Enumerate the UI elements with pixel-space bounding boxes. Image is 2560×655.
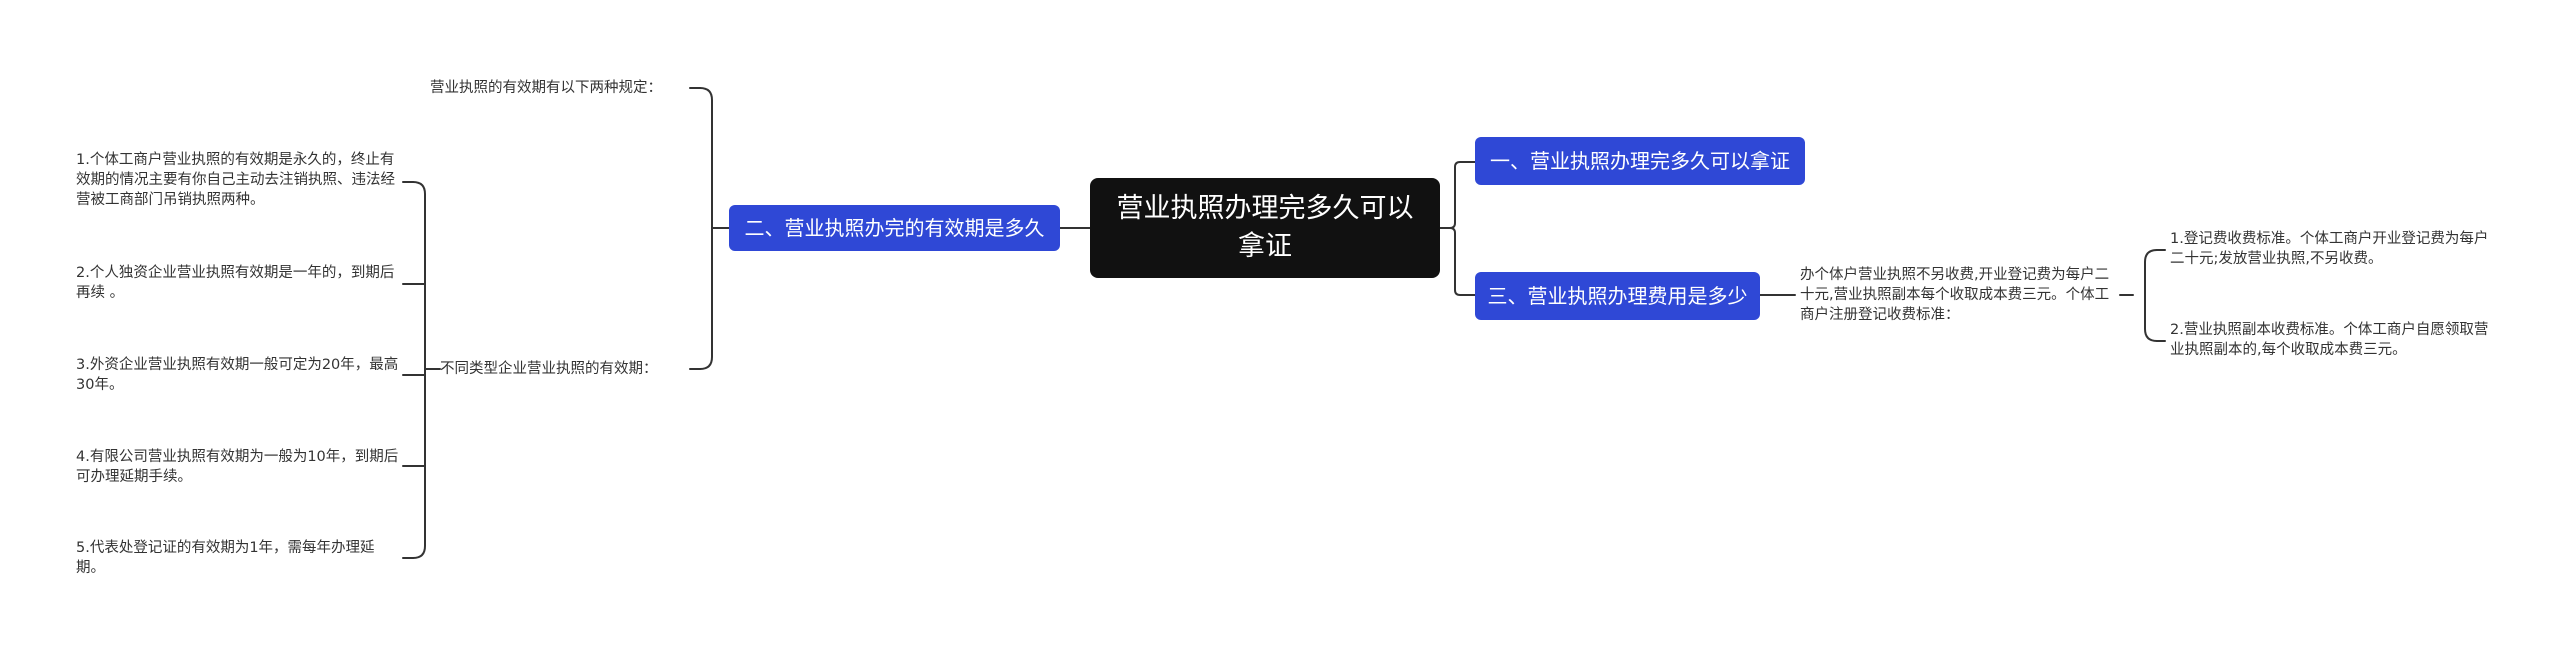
types-item-4[interactable]: 4.有限公司营业执照有效期为一般为10年，到期后可办理延期手续。 bbox=[76, 449, 399, 485]
b2-types-label[interactable]: 不同类型企业营业执照的有效期： bbox=[440, 361, 658, 377]
b3-summary-text[interactable]: 办个体户营业执照不另收费,开业登记费为每户二十元,营业执照副本每个收取成本费三元… bbox=[1800, 267, 2110, 323]
types-item-5[interactable]: 5.代表处登记证的有效期为1年，需每年办理延期。 bbox=[76, 540, 375, 576]
connector-types-bracket bbox=[412, 181, 441, 559]
connector-summary-bracket bbox=[2119, 249, 2158, 342]
branch-b1[interactable]: 一、营业执照办理完多久可以拿证 bbox=[1475, 137, 1805, 185]
connector-root-b1 bbox=[1439, 161, 1476, 229]
branch-b3[interactable]: 三、营业执照办理费用是多少 bbox=[1475, 272, 1760, 320]
types-item-3[interactable]: 3.外资企业营业执照有效期一般可定为20年，最高30年。 bbox=[76, 357, 399, 393]
connector-root-b3 bbox=[1439, 227, 1476, 296]
branch-b2[interactable]: 二、营业执照办完的有效期是多久 bbox=[729, 205, 1060, 251]
root-node[interactable]: 营业执照办理完多久可以拿证 bbox=[1090, 178, 1440, 278]
types-item-1[interactable]: 1.个体工商户营业执照的有效期是永久的，终止有效期的情况主要有你自己主动去注销执… bbox=[76, 152, 395, 208]
summary-item-1[interactable]: 1.登记费收费标准。个体工商户开业登记费为每户二十元;发放营业执照,不另收费。 bbox=[2170, 231, 2489, 267]
types-item-2[interactable]: 2.个人独资企业营业执照有效期是一年的，到期后再续 。 bbox=[76, 265, 395, 301]
b2-intro-text[interactable]: 营业执照的有效期有以下两种规定： bbox=[430, 80, 662, 96]
summary-item-2[interactable]: 2.营业执照副本收费标准。个体工商户自愿领取营业执照副本的,每个收取成本费三元。 bbox=[2170, 322, 2489, 358]
connector-b2-bracket bbox=[699, 87, 730, 370]
